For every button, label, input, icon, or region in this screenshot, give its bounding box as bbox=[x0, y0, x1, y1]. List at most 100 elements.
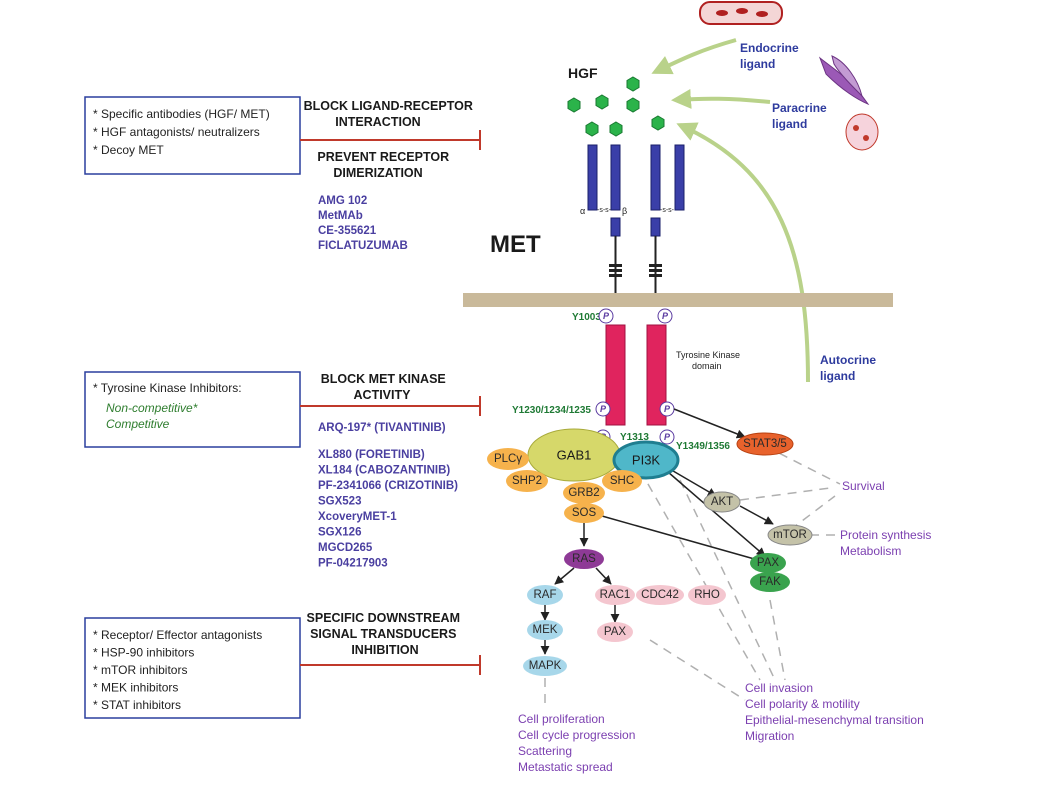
node-fak: FAK bbox=[750, 572, 790, 592]
box-line: Competitive bbox=[106, 417, 170, 431]
endocrine-arrow bbox=[651, 38, 737, 75]
dashed-connectors bbox=[544, 445, 841, 710]
blood-vessel-icon bbox=[699, 1, 783, 25]
node-rac1: RAC1 bbox=[595, 585, 635, 605]
node-raf: RAF bbox=[527, 585, 563, 605]
svg-text:mTOR: mTOR bbox=[773, 529, 807, 541]
node-sos: SOS bbox=[564, 503, 604, 523]
node-gab1: GAB1 bbox=[527, 428, 621, 482]
outcome-survival: Survival bbox=[842, 479, 885, 493]
box-line: * Tyrosine Kinase Inhibitors: bbox=[93, 381, 242, 395]
p-site: P bbox=[598, 308, 614, 324]
node-mek: MEK bbox=[527, 620, 563, 640]
strategy-ligand-block: * Specific antibodies (HGF/ MET) * HGF a… bbox=[84, 96, 481, 252]
svg-text:GAB1: GAB1 bbox=[557, 448, 592, 463]
hgf-hexagon bbox=[595, 94, 609, 110]
svg-text:PI3K: PI3K bbox=[632, 453, 661, 468]
svg-text:SOS: SOS bbox=[572, 507, 597, 519]
signal-arrows bbox=[540, 408, 774, 655]
site-y1349: Y1349/1356 bbox=[676, 441, 730, 452]
hgf-hexagon bbox=[585, 121, 599, 137]
strategy-kinase-block: * Tyrosine Kinase Inhibitors: Non-compet… bbox=[84, 371, 481, 570]
svg-text:AKT: AKT bbox=[711, 496, 733, 508]
box-line: * HSP-90 inhibitors bbox=[93, 646, 194, 660]
ss-bond-right: -s-s- bbox=[660, 207, 675, 214]
node-shp2: SHP2 bbox=[506, 470, 548, 492]
autocrine-ligand-label: Autocrine ligand bbox=[820, 353, 879, 383]
strategy-header-1b: PREVENT RECEPTOR DIMERIZATION bbox=[317, 150, 452, 180]
drug-first: ARQ-197* (TIVANTINIB) bbox=[318, 422, 446, 434]
ss-bond-left: -s-s- bbox=[597, 207, 612, 214]
autocrine-arrow bbox=[676, 122, 810, 383]
box-line: * MEK inhibitors bbox=[93, 681, 178, 695]
svg-text:MEK: MEK bbox=[533, 624, 558, 636]
box-line: * Specific antibodies (HGF/ MET) bbox=[93, 107, 270, 121]
outcome-protein: Protein synthesis Metabolism bbox=[840, 528, 935, 558]
met-label: MET bbox=[490, 231, 541, 258]
node-cdc42: CDC42 bbox=[636, 585, 684, 605]
node-shc: SHC bbox=[602, 470, 642, 492]
cell-membrane bbox=[463, 293, 893, 307]
svg-text:RAF: RAF bbox=[534, 589, 557, 601]
fibroblast-cells-icon bbox=[818, 55, 879, 151]
box-line: Non-competitive* bbox=[106, 401, 198, 415]
paracrine-ligand-label: Paracrine ligand bbox=[772, 101, 830, 131]
svg-text:PLCγ: PLCγ bbox=[494, 453, 522, 465]
svg-text:P: P bbox=[662, 311, 669, 321]
hgf-molecules bbox=[567, 76, 665, 137]
node-plcy: PLCγ bbox=[487, 448, 529, 470]
paracrine-arrow bbox=[671, 88, 771, 109]
box-line: * Receptor/ Effector antagonists bbox=[93, 628, 262, 642]
svg-text:RHO: RHO bbox=[694, 589, 720, 601]
node-pax-pink: PAX bbox=[597, 622, 633, 642]
svg-text:P: P bbox=[664, 432, 671, 442]
box-line: * Decoy MET bbox=[93, 143, 164, 157]
strategy-downstream-block: * Receptor/ Effector antagonists * HSP-9… bbox=[84, 611, 481, 719]
box-line: * HGF antagonists/ neutralizers bbox=[93, 125, 260, 139]
outcome-invasion: Cell invasion Cell polarity & motility E… bbox=[745, 681, 927, 743]
box-line: * STAT inhibitors bbox=[93, 698, 181, 712]
node-ras: RAS bbox=[564, 549, 604, 569]
hgf-hexagon bbox=[567, 97, 581, 113]
svg-text:CDC42: CDC42 bbox=[641, 589, 679, 601]
svg-text:P: P bbox=[600, 404, 607, 414]
hgf-hexagon bbox=[609, 121, 623, 137]
svg-text:PAX: PAX bbox=[604, 626, 626, 638]
svg-text:* Tyrosine Kinase Inhibitors:: * Tyrosine Kinase Inhibitors: bbox=[93, 381, 242, 395]
site-y1230: Y1230/1234/1235 bbox=[512, 405, 591, 416]
met-receptor-right bbox=[646, 144, 685, 426]
svg-text:* Specific antibodies (HGF/ ME: * Specific antibodies (HGF/ MET) * HGF a… bbox=[93, 107, 273, 157]
endocrine-ligand-label: Endocrine ligand bbox=[740, 41, 802, 71]
site-y1003: Y1003 bbox=[572, 312, 601, 323]
strategy-box-1 bbox=[84, 96, 301, 175]
svg-text:Non-competitive* Competi: Non-competitive* Competitive bbox=[106, 401, 201, 431]
strategy-box-3 bbox=[84, 617, 301, 719]
site-y1313: Y1313 bbox=[620, 432, 649, 443]
svg-text:RAC1: RAC1 bbox=[600, 589, 631, 601]
drug-list-2: XL880 (FORETINIB) XL184 (CABOZANTINIB) P… bbox=[318, 449, 461, 570]
svg-text:MAPK: MAPK bbox=[529, 660, 562, 672]
p-site: P bbox=[657, 308, 673, 324]
svg-text:RAS: RAS bbox=[572, 553, 596, 565]
beta-label: β bbox=[622, 206, 627, 216]
svg-text:SHC: SHC bbox=[610, 475, 634, 487]
alpha-label: α bbox=[580, 206, 585, 216]
strategy-header-3: SPECIFIC DOWNSTREAM SIGNAL TRANSDUCERS I… bbox=[307, 611, 464, 657]
node-akt: AKT bbox=[703, 491, 741, 513]
svg-text:P: P bbox=[664, 404, 671, 414]
box-line: * mTOR inhibitors bbox=[93, 663, 187, 677]
node-mtor: mTOR bbox=[767, 524, 813, 546]
node-stat: STAT3/5 bbox=[736, 432, 794, 456]
svg-text:GRB2: GRB2 bbox=[568, 487, 599, 499]
svg-text:STAT3/5: STAT3/5 bbox=[743, 438, 787, 450]
drug-list-1: AMG 102 MetMAb CE-355621 FICLATUZUMAB bbox=[318, 195, 408, 252]
node-grb2: GRB2 bbox=[563, 482, 605, 504]
hgf-label: HGF bbox=[568, 65, 598, 81]
node-pi3k: PI3K bbox=[612, 440, 680, 480]
node-mapk: MAPK bbox=[523, 656, 567, 676]
outcome-proliferation: Cell proliferation Cell cycle progressio… bbox=[518, 712, 639, 774]
svg-text:SHP2: SHP2 bbox=[512, 475, 542, 487]
p-site: P bbox=[595, 401, 611, 417]
strategy-header-2: BLOCK MET KINASE ACTIVITY bbox=[321, 372, 449, 402]
